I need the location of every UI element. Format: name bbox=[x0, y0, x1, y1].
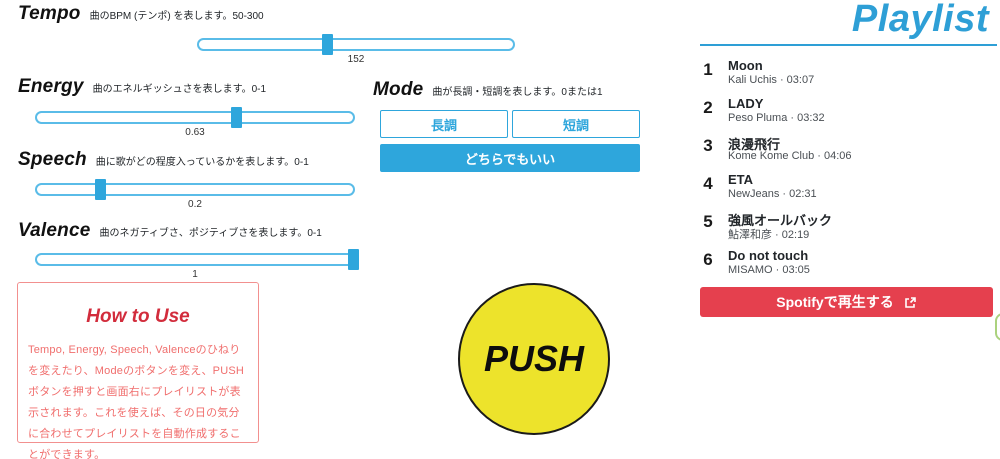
mode-minor-button[interactable]: 短調 bbox=[512, 110, 640, 138]
external-link-icon bbox=[904, 296, 917, 309]
playlist-title: Playlist bbox=[851, 0, 989, 40]
valence-slider[interactable]: 1 bbox=[35, 249, 359, 280]
valence-slider-value: 1 bbox=[192, 269, 198, 280]
speech-slider-value: 0.2 bbox=[188, 199, 202, 210]
tempo-slider[interactable]: 152 bbox=[197, 34, 515, 65]
track-number: 1 bbox=[703, 60, 713, 79]
mode-major-button[interactable]: 長調 bbox=[380, 110, 508, 138]
track-artist-duration: Kome Kome Club · 04:06 bbox=[728, 150, 852, 162]
track-artist-duration: Kali Uchis · 03:07 bbox=[728, 74, 815, 86]
how-to-use-title: How to Use bbox=[86, 306, 190, 327]
speech-slider[interactable]: 0.2 bbox=[35, 179, 355, 210]
track-artist-duration: 鮎澤和彦 · 02:19 bbox=[728, 229, 810, 241]
tempo-slider-value: 152 bbox=[347, 54, 365, 65]
mode-either-button[interactable]: どちらでもいい bbox=[380, 144, 640, 172]
valence-section-header: Valence 曲のネガティブさ、ポジティブさを表します。0-1 bbox=[18, 220, 322, 242]
track-artist-duration: MISAMO · 03:05 bbox=[728, 264, 810, 276]
speech-section-header: Speech 曲に歌がどの程度入っているかを表します。0-1 bbox=[18, 149, 309, 171]
track-title: LADY bbox=[728, 96, 764, 111]
valence-description: 曲のネガティブさ、ポジティブさを表します。0-1 bbox=[99, 228, 322, 239]
track-title: ETA bbox=[728, 172, 754, 187]
energy-slider-track[interactable] bbox=[35, 107, 355, 128]
tempo-description: 曲のBPM (テンポ) を表します。50-300 bbox=[89, 11, 264, 22]
energy-slider-thumb[interactable] bbox=[230, 107, 242, 128]
track-number: 5 bbox=[703, 212, 713, 231]
speech-label: Speech bbox=[18, 149, 87, 170]
tempo-slider-thumb[interactable] bbox=[321, 34, 333, 55]
track-title: 強風オールバック bbox=[728, 213, 833, 228]
energy-slider[interactable]: 0.63 bbox=[35, 107, 355, 138]
track-number: 4 bbox=[703, 174, 713, 193]
energy-label: Energy bbox=[18, 76, 84, 97]
tempo-slider-track[interactable] bbox=[197, 34, 515, 55]
playlist-divider bbox=[700, 44, 997, 46]
mode-description: 曲が長調・短調を表します。0または1 bbox=[432, 87, 603, 98]
energy-description: 曲のエネルギッシュさを表します。0-1 bbox=[92, 84, 267, 95]
track-title: Moon bbox=[728, 58, 763, 73]
track-title: 浪漫飛行 bbox=[728, 137, 781, 152]
push-button[interactable]: PUSH bbox=[458, 283, 610, 435]
how-to-use-body: Tempo, Energy, Speech, Valenceのひねりを変えたり、… bbox=[28, 344, 245, 459]
valence-slider-thumb[interactable] bbox=[347, 249, 359, 270]
valence-slider-track[interactable] bbox=[35, 249, 359, 270]
mode-section-header: Mode 曲が長調・短調を表します。0または1 bbox=[373, 79, 603, 101]
energy-section-header: Energy 曲のエネルギッシュさを表します。0-1 bbox=[18, 76, 266, 98]
valence-label: Valence bbox=[18, 220, 91, 241]
tempo-label: Tempo bbox=[18, 3, 81, 24]
track-number: 6 bbox=[703, 250, 713, 269]
clipped-green-button[interactable] bbox=[995, 313, 1000, 341]
speech-description: 曲に歌がどの程度入っているかを表します。0-1 bbox=[95, 157, 309, 168]
track-title: Do not touch bbox=[728, 248, 809, 263]
track-artist-duration: NewJeans · 02:31 bbox=[728, 188, 817, 200]
tempo-section-header: Tempo 曲のBPM (テンポ) を表します。50-300 bbox=[18, 3, 264, 25]
track-number: 3 bbox=[703, 136, 713, 155]
mode-label: Mode bbox=[373, 79, 424, 100]
spotify-play-button-label: Spotifyで再生する bbox=[776, 294, 894, 310]
track-number: 2 bbox=[703, 98, 713, 117]
how-to-use-box: How to Use Tempo, Energy, Speech, Valenc… bbox=[17, 282, 259, 459]
spotify-play-button[interactable]: Spotifyで再生する bbox=[700, 287, 993, 317]
speech-slider-thumb[interactable] bbox=[94, 179, 106, 200]
speech-slider-track[interactable] bbox=[35, 179, 355, 200]
push-button-label: PUSH bbox=[483, 338, 585, 379]
energy-slider-value: 0.63 bbox=[185, 127, 205, 138]
track-artist-duration: Peso Pluma · 03:32 bbox=[728, 112, 825, 124]
